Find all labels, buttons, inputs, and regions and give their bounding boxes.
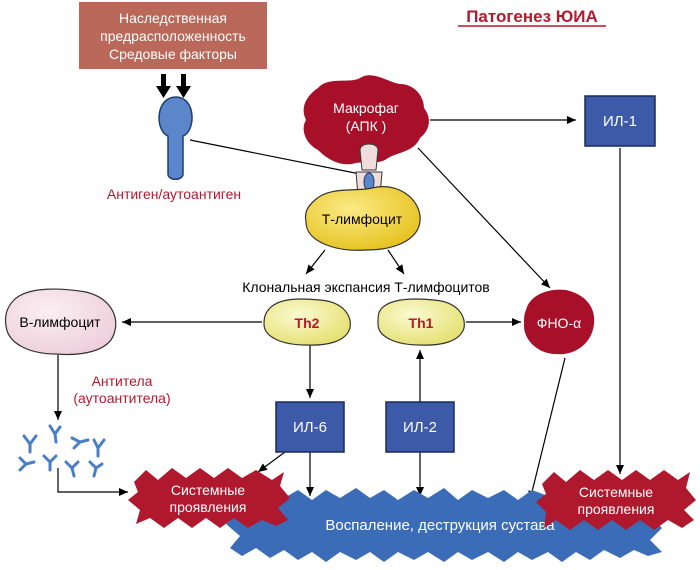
t-lymphocyte-label: Т-лимфоцит xyxy=(322,211,403,227)
inflammation-label: Воспаление, деструкция сустава xyxy=(325,517,555,534)
factors-arrows xyxy=(156,74,191,98)
il2-box: ИЛ-2 xyxy=(385,401,455,453)
connectors xyxy=(54,116,624,501)
tnf-label: ФНО-α xyxy=(537,315,581,331)
systemic-left-label-1: Системные xyxy=(171,482,245,498)
il1-label: ИЛ-1 xyxy=(603,113,637,130)
antigen-icon xyxy=(158,96,193,180)
il1-box: ИЛ-1 xyxy=(584,95,656,147)
systemic-right-label-1: Системные xyxy=(579,484,653,500)
macrophage-label-2: (АПК ) xyxy=(346,118,387,134)
il2-label: ИЛ-2 xyxy=(403,419,437,436)
arrow-macrophage-tnf xyxy=(417,147,551,289)
factors-line-1: Наследственная xyxy=(119,10,227,26)
systemic-left: Системные проявления xyxy=(128,468,290,528)
arrow-t-right xyxy=(387,249,405,275)
macrophage-label-1: Макрофаг xyxy=(333,100,399,116)
clonal-expansion-label: Клональная экспансия Т-лимфоцитов xyxy=(242,279,490,295)
antibodies-label-2: (аутоантитела) xyxy=(73,390,170,406)
arrow-antibodies-systemic xyxy=(57,468,128,496)
t-lymphocyte: Т-лимфоцит xyxy=(304,186,421,251)
arrow-il6-systemic xyxy=(257,451,286,473)
antigen-binding-line xyxy=(189,139,366,176)
factors-line-2: предрасположенность xyxy=(100,28,246,44)
il6-box: ИЛ-6 xyxy=(275,401,345,453)
th1-label: Th1 xyxy=(409,315,434,331)
th1-cell: Th1 xyxy=(377,298,465,346)
b-lymphocyte-label: В-лимфоцит xyxy=(19,314,101,330)
arrow-tnf-inflammation xyxy=(528,357,566,501)
arrow-t-left xyxy=(305,249,326,275)
antibodies-label-1: Антитела xyxy=(92,373,153,389)
il6-label: ИЛ-6 xyxy=(293,419,327,436)
factors-box: Наследственная предрасположенность Средо… xyxy=(79,2,267,69)
th2-label: Th2 xyxy=(295,315,320,331)
systemic-right-label-2: проявления xyxy=(578,501,655,517)
macrophage-shape xyxy=(303,75,429,165)
b-lymphocyte: В-лимфоцит xyxy=(4,288,117,356)
antigen-label: Антиген/аутоантиген xyxy=(107,186,241,202)
th2-cell: Th2 xyxy=(263,298,351,346)
tnf-circle: ФНО-α xyxy=(524,289,595,355)
systemic-left-label-2: проявления xyxy=(170,499,247,515)
antibodies-icon xyxy=(18,424,106,478)
systemic-right: Системные проявления xyxy=(536,470,696,530)
factors-line-3: Средовые факторы xyxy=(109,46,237,62)
diagram-title: Патогенез ЮИА xyxy=(466,7,598,26)
